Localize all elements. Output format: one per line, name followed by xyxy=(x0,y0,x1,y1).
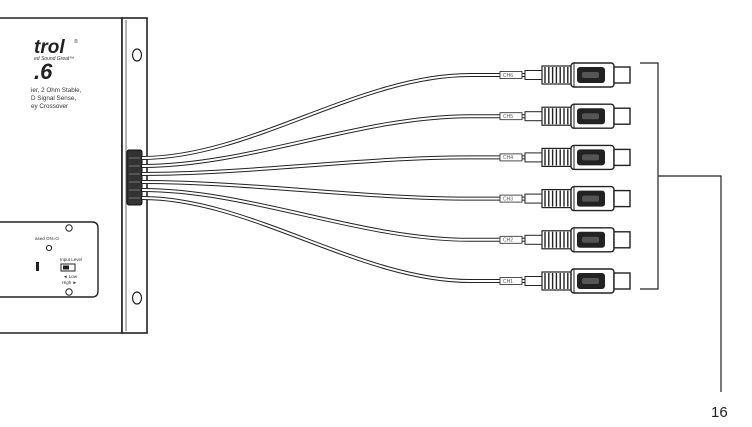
channel-label: CH4 xyxy=(503,155,513,161)
strain-relief xyxy=(524,276,543,286)
cable-grommet xyxy=(126,149,143,206)
channel-label: CH1 xyxy=(503,279,513,285)
wire xyxy=(141,189,540,241)
connector-ch6[interactable]: CH6 xyxy=(499,62,631,88)
strain-relief xyxy=(524,70,543,80)
wire xyxy=(141,156,540,175)
low-label: ◄ Low xyxy=(63,274,78,279)
wire xyxy=(141,181,540,200)
callout-number: 16 xyxy=(711,404,728,421)
mounting-hole-top xyxy=(131,48,143,62)
model-text: .6 xyxy=(34,59,53,84)
spec-line-3: ey Crossover xyxy=(31,103,68,110)
led-label: ased ON=O xyxy=(35,236,59,241)
channel-tag xyxy=(499,277,523,285)
status-led xyxy=(45,244,53,252)
harness-wires xyxy=(141,73,540,283)
channel-tag xyxy=(499,71,523,79)
control-panel: ased ON=O Input Level ◄ Low High ► xyxy=(0,221,99,298)
strain-relief xyxy=(524,152,543,163)
high-label: High ► xyxy=(62,280,77,285)
wire xyxy=(141,115,540,167)
registered-mark: ® xyxy=(74,38,78,45)
connector-ch4[interactable]: CH4 xyxy=(499,144,631,171)
channel-label: CH5 xyxy=(503,114,513,120)
connector-ch1[interactable]: CH1 xyxy=(499,268,631,294)
input-level-label: Input Level xyxy=(60,257,82,262)
strain-relief xyxy=(524,234,543,245)
callout-bracket: 16 xyxy=(640,62,728,421)
wire xyxy=(141,74,540,159)
strain-relief xyxy=(524,111,543,122)
connector-ch2[interactable]: CH2 xyxy=(499,227,631,253)
channel-label: CH2 xyxy=(503,238,513,244)
connector-ch3[interactable]: CH3 xyxy=(499,185,631,212)
brand-tagline: ed Sound Great™ xyxy=(34,56,74,62)
connector-nose xyxy=(613,272,631,290)
strain-relief xyxy=(524,193,543,204)
port-edge xyxy=(36,262,39,271)
amplifier-body: trol ® ed Sound Great™ .6 ier, 2 Ohm Sta… xyxy=(0,17,148,334)
spec-line-1: ier, 2 Ohm Stable, xyxy=(31,87,82,94)
connector-nose xyxy=(613,189,631,208)
channel-label: CH3 xyxy=(503,196,513,202)
connector-ch5[interactable]: CH5 xyxy=(499,103,631,129)
brand-text: trol xyxy=(34,37,65,58)
connector-nose xyxy=(613,107,631,125)
mount-screw-top xyxy=(65,224,73,232)
mounting-hole-bottom xyxy=(131,291,143,305)
channel-label: CH6 xyxy=(503,73,513,79)
connector-nose xyxy=(613,66,631,84)
spec-line-2: D Signal Sense, xyxy=(31,95,76,102)
connector-nose xyxy=(613,148,631,167)
mount-screw-bottom xyxy=(65,288,73,296)
channel-tag xyxy=(499,153,523,162)
channel-tag xyxy=(499,194,523,203)
channel-tag xyxy=(499,112,523,121)
connector-nose xyxy=(613,231,631,249)
wire xyxy=(141,197,540,282)
channel-tag xyxy=(499,235,523,244)
